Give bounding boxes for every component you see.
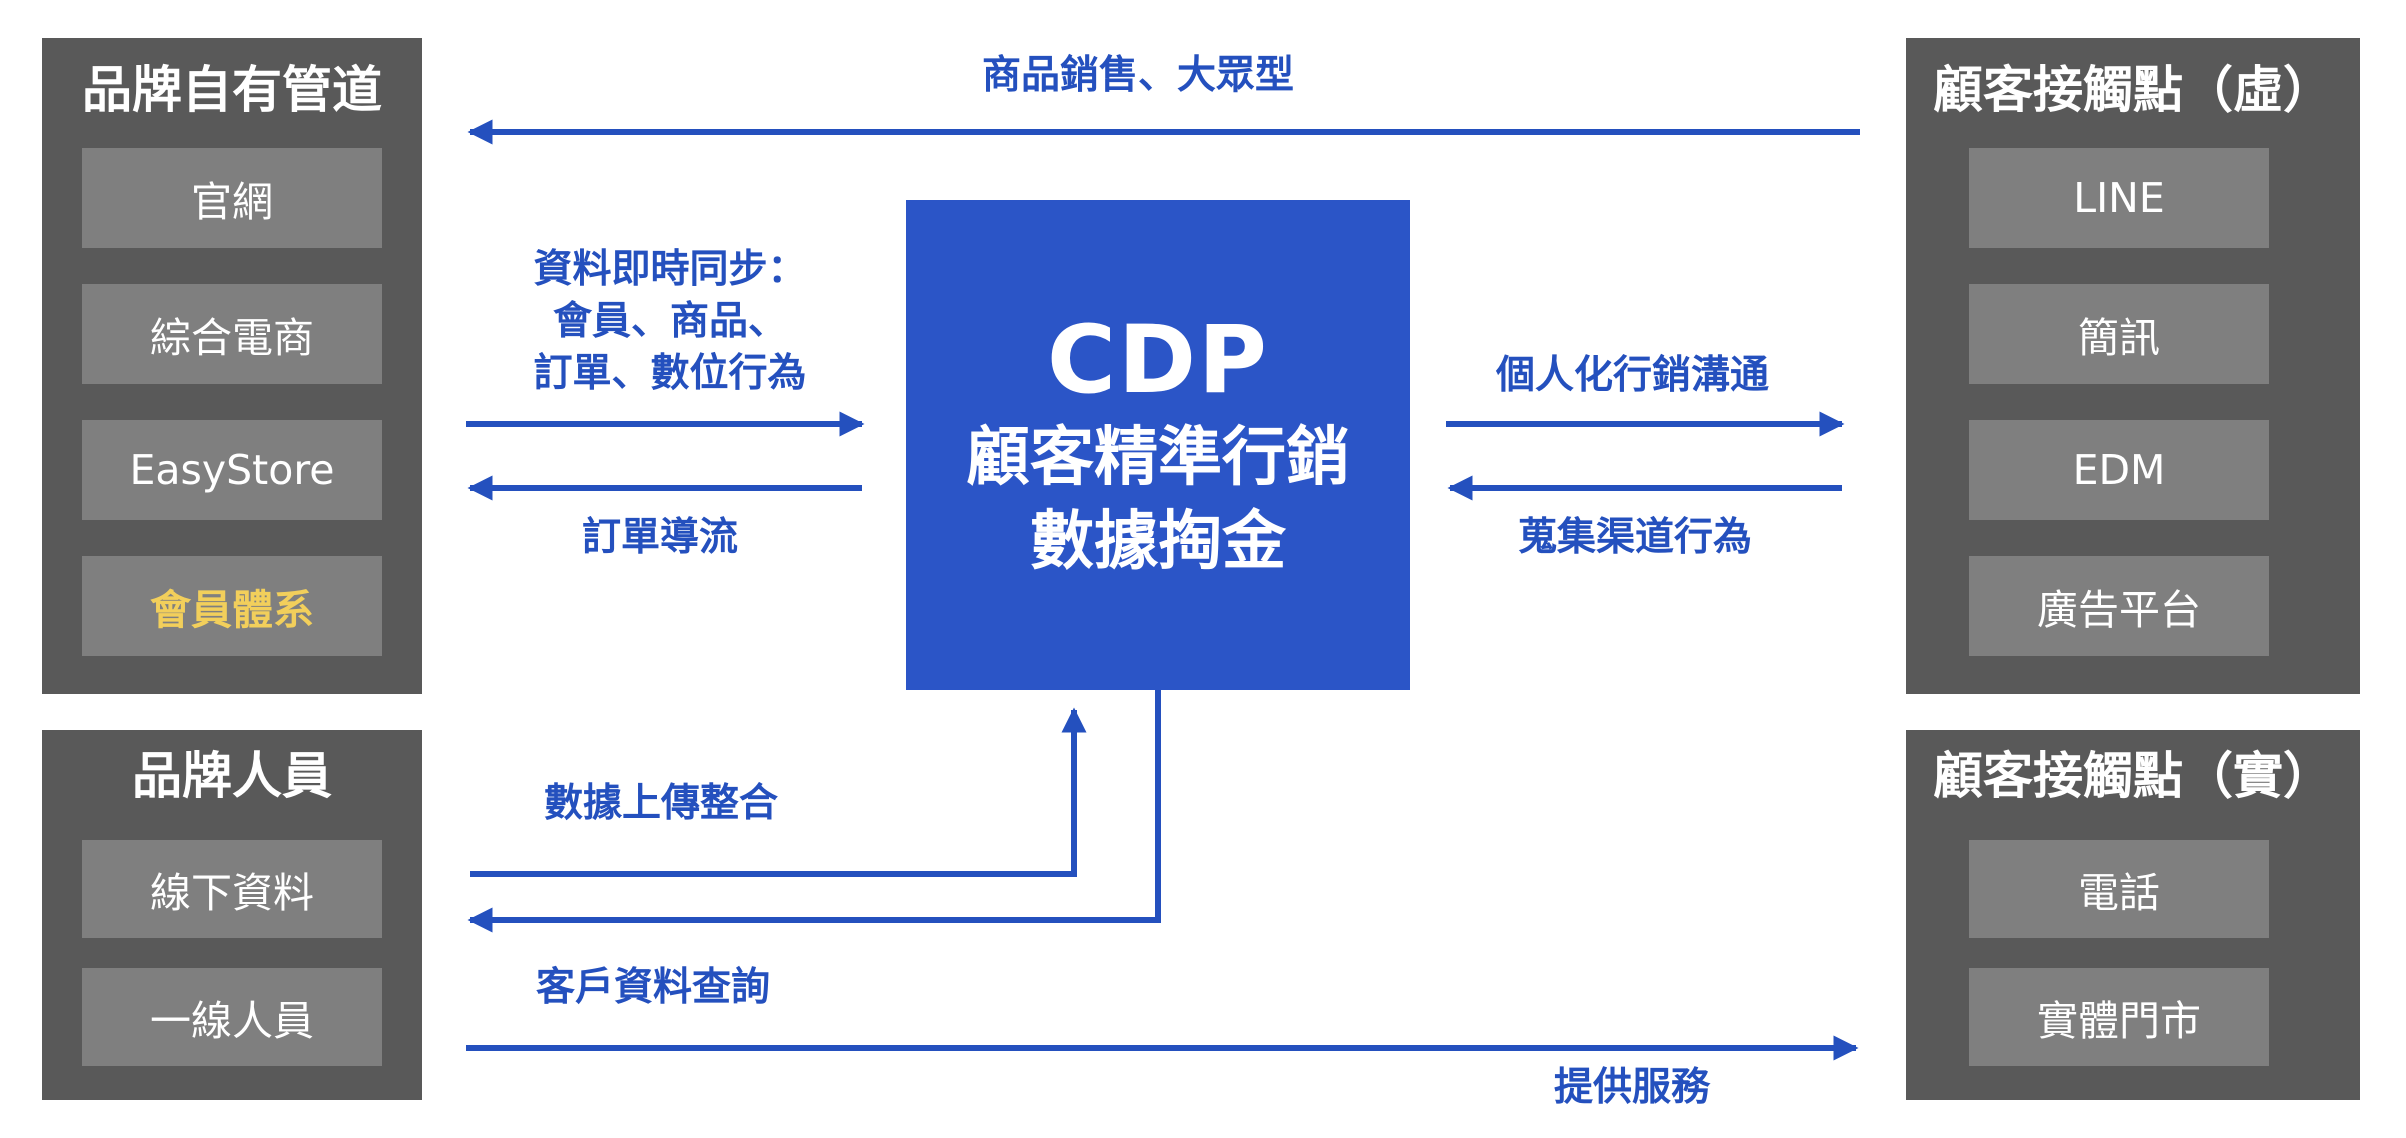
cdp-subtitle-1: 顧客精準行銷 [966, 421, 1350, 495]
channel-easystore: EasyStore [82, 420, 382, 520]
label-data-upload: 數據上傳整合 [544, 781, 779, 826]
label-sync-line3: 訂單、數位行為 [533, 351, 807, 396]
touchpoint-phone: 電話 [1969, 840, 2269, 938]
label-sync-line2: 會員、商品、 [552, 299, 787, 344]
channel-ecommerce: 綜合電商 [82, 284, 382, 384]
cdp-title: CDP [1047, 306, 1269, 415]
brand-staff-panel: 品牌人員 線下資料 一線人員 [42, 730, 422, 1100]
brand-channels-title: 品牌自有管道 [82, 61, 382, 119]
physical-touchpoints-title: 顧客接觸點（實） [1933, 747, 2333, 805]
virtual-touchpoints-panel: 顧客接觸點（虛） LINE 簡訊 EDM 廣告平台 [1906, 38, 2360, 694]
channel-official-site: 官網 [82, 148, 382, 248]
label-order-diversion: 訂單導流 [582, 515, 739, 560]
brand-channels-panel: 品牌自有管道 官網 綜合電商 EasyStore 會員體系 [42, 38, 422, 694]
touchpoint-edm: EDM [1969, 420, 2269, 520]
touchpoint-line: LINE [1969, 148, 2269, 248]
touchpoint-store: 實體門市 [1969, 968, 2269, 1066]
label-provide-service: 提供服務 [1554, 1065, 1711, 1110]
arrow-data-upload [470, 707, 1087, 877]
arrow-customer-query [467, 690, 1161, 933]
touchpoint-sms: 簡訊 [1969, 284, 2269, 384]
label-top-sales: 商品銷售、大眾型 [982, 53, 1295, 98]
label-sync-line1: 資料即時同步： [533, 247, 807, 292]
channel-membership: 會員體系 [82, 556, 382, 656]
label-personalized: 個人化行銷溝通 [1496, 353, 1770, 398]
virtual-touchpoints-title: 顧客接觸點（虛） [1933, 61, 2333, 119]
label-customer-query: 客戶資料查詢 [536, 965, 771, 1010]
touchpoint-ad-platform: 廣告平台 [1969, 556, 2269, 656]
cdp-box: CDP 顧客精準行銷 數據掏金 [906, 200, 1410, 690]
brand-staff-title: 品牌人員 [132, 747, 332, 805]
physical-touchpoints-panel: 顧客接觸點（實） 電話 實體門市 [1906, 730, 2360, 1100]
staff-frontline: 一線人員 [82, 968, 382, 1066]
staff-offline-data: 線下資料 [82, 840, 382, 938]
label-collect-behavior: 蒐集渠道行為 [1518, 515, 1753, 560]
label-sync-block: 資料即時同步： 會員、商品、 訂單、數位行為 [480, 244, 860, 400]
cdp-subtitle-2: 數據掏金 [1030, 505, 1286, 579]
